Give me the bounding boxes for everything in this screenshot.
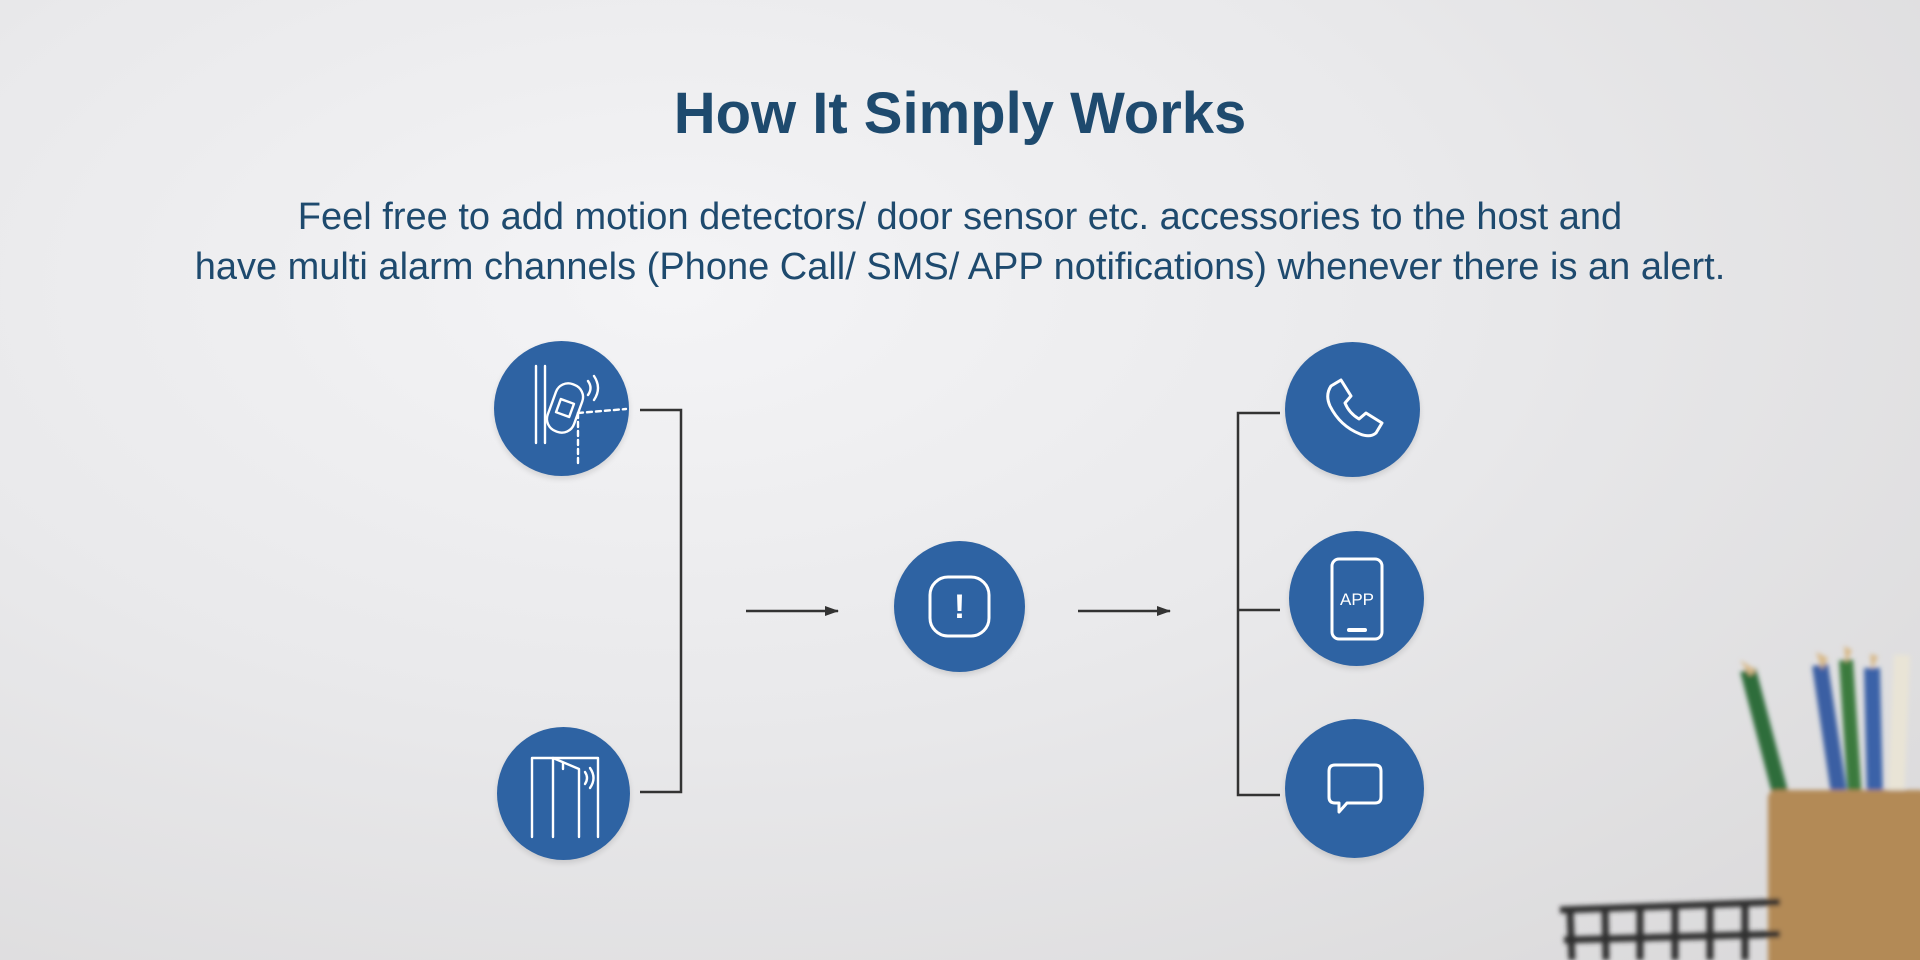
pencil-group (1740, 646, 1910, 803)
door-sensor-node (497, 727, 630, 860)
window-sensor-icon (534, 364, 628, 465)
desk-decoration (1559, 646, 1920, 960)
output-bracket (1236, 411, 1280, 797)
app-phone-icon: APP (1330, 557, 1384, 641)
sms-node (1285, 719, 1424, 858)
phone-call-node (1285, 342, 1420, 477)
wire-basket (1559, 898, 1781, 960)
door-sensor-icon (530, 756, 600, 839)
alert-icon: ! (928, 575, 991, 638)
description-line-2: have multi alarm channels (Phone Call/ S… (194, 246, 1726, 288)
description-line-1: Feel free to add motion detectors/ door … (297, 196, 1623, 238)
hub-node: ! (894, 541, 1025, 672)
alert-glyph: ! (954, 588, 965, 626)
window-sensor-node (494, 341, 629, 476)
app-notification-node: APP (1289, 531, 1424, 666)
message-icon (1327, 763, 1383, 814)
pencil-cup (1768, 790, 1920, 960)
description: Feel free to add motion detectors/ door … (0, 192, 1920, 292)
input-bracket (640, 408, 683, 794)
page-title: How It Simply Works (673, 81, 1247, 146)
phone-icon (1326, 378, 1384, 438)
app-label: APP (1340, 590, 1374, 609)
